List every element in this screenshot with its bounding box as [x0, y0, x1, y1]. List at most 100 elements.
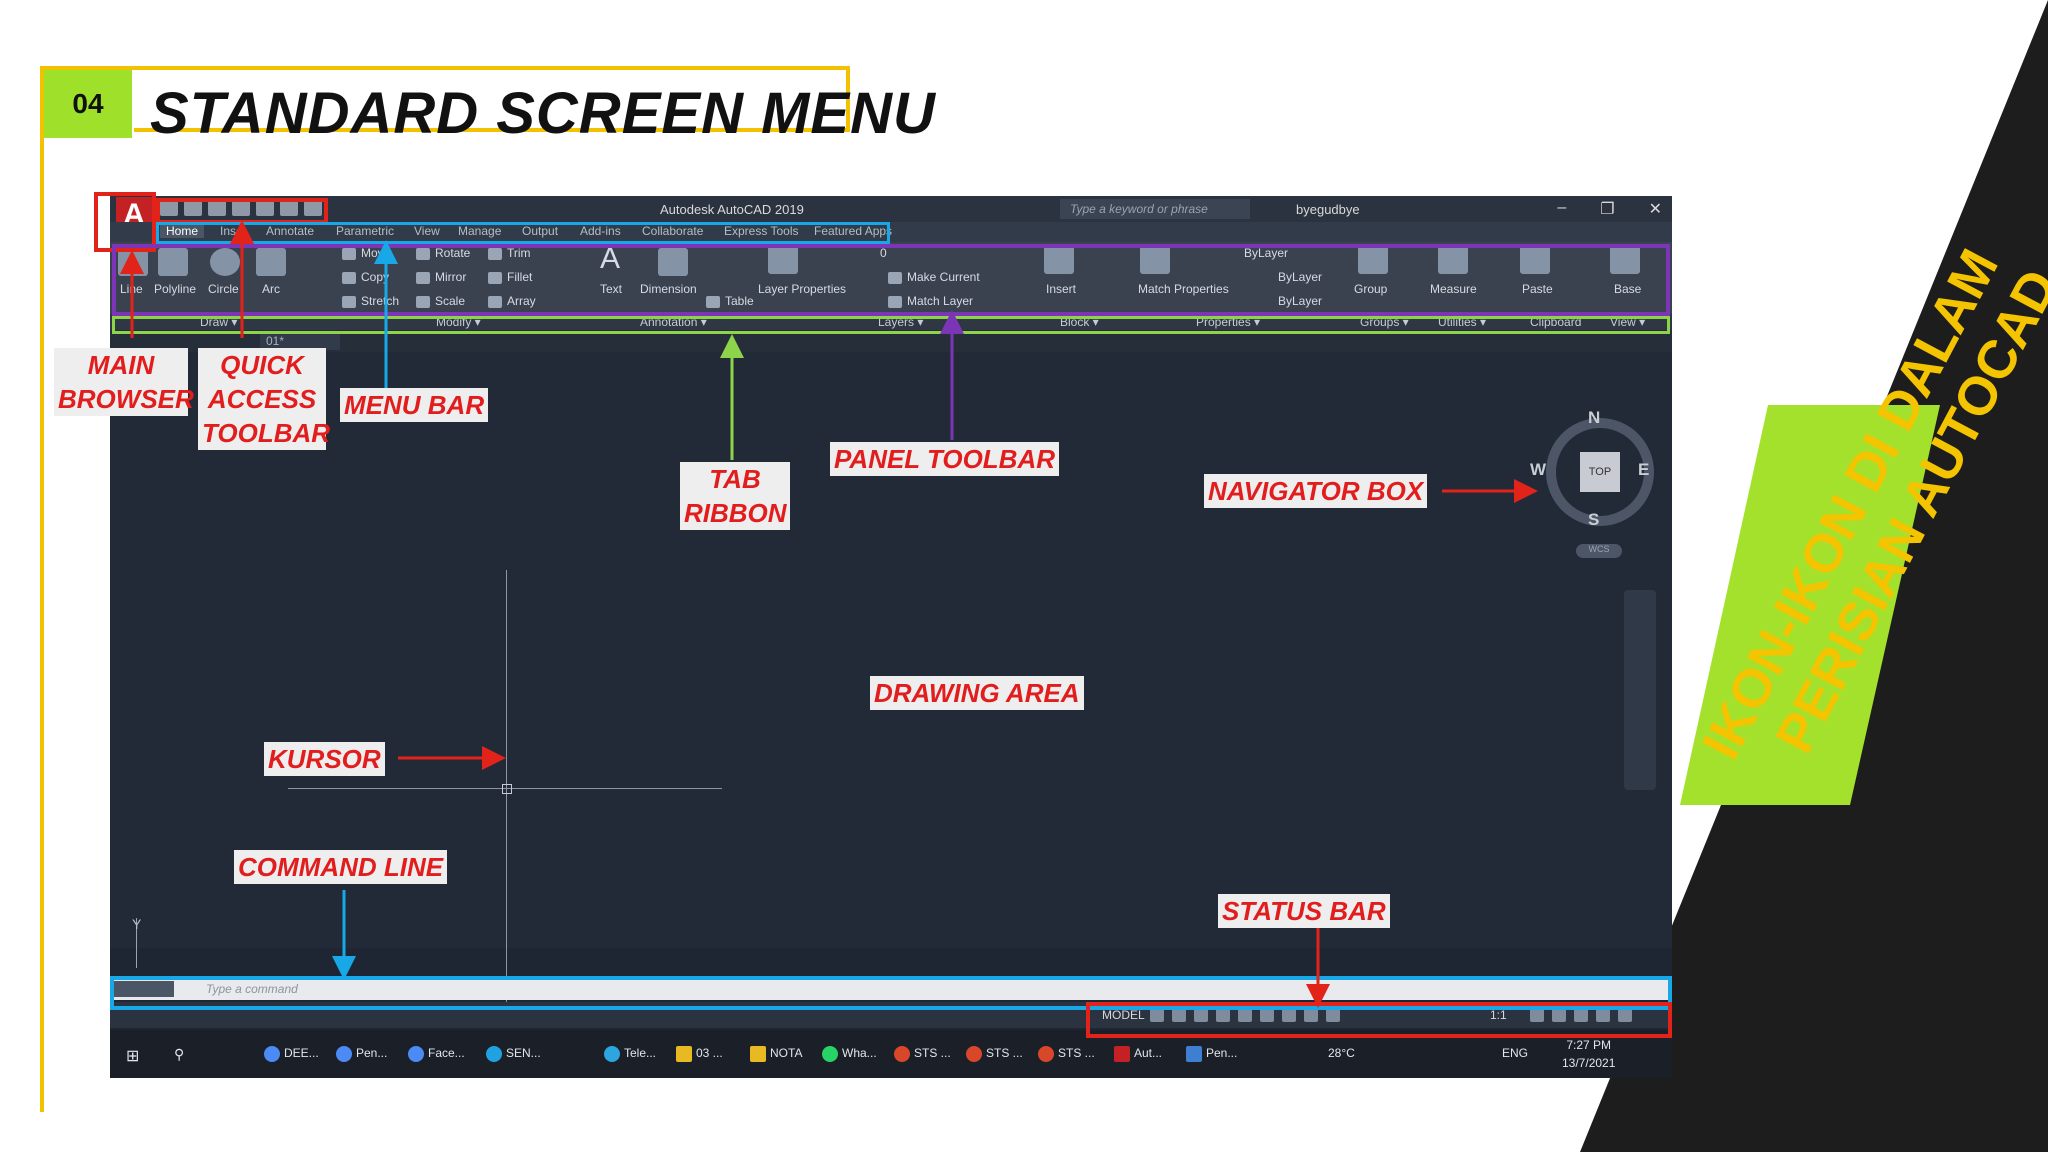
- new-file-icon[interactable]: [160, 200, 178, 216]
- restore-icon[interactable]: ❐: [1600, 201, 1615, 218]
- wcs-menu[interactable]: WCS: [1576, 544, 1622, 558]
- redo-icon[interactable]: [304, 200, 322, 216]
- user-name[interactable]: byegudbye: [1296, 202, 1360, 217]
- windows-start-icon[interactable]: ⊞: [126, 1048, 140, 1065]
- base-icon[interactable]: [1610, 246, 1640, 274]
- copy-tool[interactable]: Copy: [342, 270, 389, 284]
- paste-icon[interactable]: [1520, 246, 1550, 274]
- undo-icon[interactable]: [280, 200, 298, 216]
- text-tool[interactable]: Text: [600, 282, 623, 296]
- tab-collaborate[interactable]: Collaborate: [642, 224, 704, 238]
- annotation-scale[interactable]: 1:1: [1490, 1008, 1507, 1022]
- tab-output[interactable]: Output: [522, 224, 559, 238]
- document-tab[interactable]: 01*: [260, 332, 340, 350]
- taskbar-item[interactable]: Aut...: [1114, 1046, 1162, 1062]
- match-properties-tool[interactable]: Match Properties: [1138, 282, 1229, 296]
- table-tool[interactable]: Table: [706, 294, 754, 308]
- customization-icon[interactable]: [1618, 1008, 1632, 1022]
- panel-groups[interactable]: Groups ▾: [1360, 315, 1409, 329]
- panel-modify[interactable]: Modify ▾: [436, 315, 481, 329]
- insert-tool[interactable]: Insert: [1046, 282, 1077, 296]
- save-as-icon[interactable]: [232, 200, 250, 216]
- taskbar-item[interactable]: Face...: [408, 1046, 465, 1062]
- taskbar-item[interactable]: NOTA: [750, 1046, 802, 1062]
- make-current-tool[interactable]: Make Current: [888, 270, 980, 284]
- dimension-tool[interactable]: Dimension: [640, 282, 697, 296]
- taskbar-item[interactable]: SEN...: [486, 1046, 541, 1062]
- taskbar-item[interactable]: STS ...: [894, 1046, 951, 1062]
- match-layer-tool[interactable]: Match Layer: [888, 294, 973, 308]
- trim-tool[interactable]: Trim: [488, 246, 531, 260]
- search-input[interactable]: Type a keyword or phrase: [1060, 199, 1250, 219]
- tab-add-ins[interactable]: Add-ins: [580, 224, 621, 238]
- mirror-tool[interactable]: Mirror: [416, 270, 466, 284]
- panel-layers[interactable]: Layers ▾: [878, 315, 924, 329]
- paste-tool[interactable]: Paste: [1522, 282, 1553, 296]
- layer-dropdown[interactable]: 0: [880, 246, 887, 260]
- polyline-tool[interactable]: Polyline: [154, 282, 197, 296]
- taskbar-item[interactable]: STS ...: [1038, 1046, 1095, 1062]
- group-icon[interactable]: [1358, 246, 1388, 274]
- language-indicator[interactable]: ENG: [1502, 1046, 1529, 1060]
- tab-home[interactable]: Home: [160, 224, 205, 238]
- measure-icon[interactable]: [1438, 246, 1468, 274]
- navcube-ring[interactable]: [1546, 418, 1654, 526]
- polar-icon[interactable]: [1216, 1008, 1230, 1022]
- color-dropdown[interactable]: ByLayer: [1244, 246, 1289, 260]
- panel-clipboard[interactable]: Clipboard: [1530, 315, 1582, 329]
- panel-draw[interactable]: Draw ▾: [200, 315, 238, 329]
- panel-utilities[interactable]: Utilities ▾: [1438, 315, 1487, 329]
- minimize-icon[interactable]: –: [1557, 199, 1567, 216]
- arc-icon[interactable]: [256, 248, 286, 276]
- taskbar-item[interactable]: Pen...: [1186, 1046, 1237, 1062]
- snap-icon[interactable]: [1172, 1008, 1186, 1022]
- gear-icon[interactable]: [1530, 1008, 1544, 1022]
- taskbar-item[interactable]: DEE...: [264, 1046, 319, 1062]
- dimension-icon[interactable]: [658, 248, 688, 276]
- otrack-icon[interactable]: [1260, 1008, 1274, 1022]
- taskbar-item[interactable]: Wha...: [822, 1046, 877, 1062]
- tab-annotate[interactable]: Annotate: [266, 224, 315, 238]
- tab-featured-apps[interactable]: Featured Apps: [814, 224, 893, 238]
- transparency-icon[interactable]: [1304, 1008, 1318, 1022]
- tab-view[interactable]: View: [414, 224, 440, 238]
- model-space-button[interactable]: MODEL: [1102, 1008, 1145, 1022]
- annotation-scale-icon[interactable]: [1326, 1008, 1340, 1022]
- measure-tool[interactable]: Measure: [1430, 282, 1477, 296]
- plus-icon[interactable]: [1552, 1008, 1566, 1022]
- arc-tool[interactable]: Arc: [262, 282, 280, 296]
- lineweight-icon[interactable]: [1282, 1008, 1296, 1022]
- tab-insert[interactable]: Inse: [220, 224, 243, 238]
- taskbar-item[interactable]: Pen...: [336, 1046, 387, 1062]
- isolate-icon[interactable]: [1574, 1008, 1588, 1022]
- panel-view[interactable]: View ▾: [1610, 315, 1646, 329]
- command-input[interactable]: Type a command: [206, 982, 298, 996]
- navcube-top-face[interactable]: TOP: [1580, 452, 1620, 492]
- fullscreen-icon[interactable]: [1596, 1008, 1610, 1022]
- panel-block[interactable]: Block ▾: [1060, 315, 1099, 329]
- base-tool[interactable]: Base: [1614, 282, 1642, 296]
- taskbar-item[interactable]: Tele...: [604, 1046, 656, 1062]
- ortho-icon[interactable]: [1194, 1008, 1208, 1022]
- array-tool[interactable]: Array: [488, 294, 536, 308]
- panel-properties[interactable]: Properties ▾: [1196, 315, 1261, 329]
- circle-icon[interactable]: [210, 248, 240, 276]
- save-icon[interactable]: [208, 200, 226, 216]
- tab-manage[interactable]: Manage: [458, 224, 502, 238]
- polyline-icon[interactable]: [158, 248, 188, 276]
- close-icon[interactable]: ✕: [1648, 201, 1662, 218]
- rotate-tool[interactable]: Rotate: [416, 246, 470, 260]
- text-icon[interactable]: A: [600, 242, 621, 275]
- layer-properties-icon[interactable]: [768, 246, 798, 274]
- osnap-icon[interactable]: [1238, 1008, 1252, 1022]
- line-tool[interactable]: Line: [120, 282, 143, 296]
- grid-icon[interactable]: [1150, 1008, 1164, 1022]
- match-properties-icon[interactable]: [1140, 246, 1170, 274]
- plot-icon[interactable]: [256, 200, 274, 216]
- tab-express-tools[interactable]: Express Tools: [724, 224, 799, 238]
- insert-block-icon[interactable]: [1044, 246, 1074, 274]
- command-line-icons[interactable]: [114, 981, 174, 997]
- open-file-icon[interactable]: [184, 200, 202, 216]
- scale-tool[interactable]: Scale: [416, 294, 465, 308]
- layer-properties-tool[interactable]: Layer Properties: [758, 282, 847, 296]
